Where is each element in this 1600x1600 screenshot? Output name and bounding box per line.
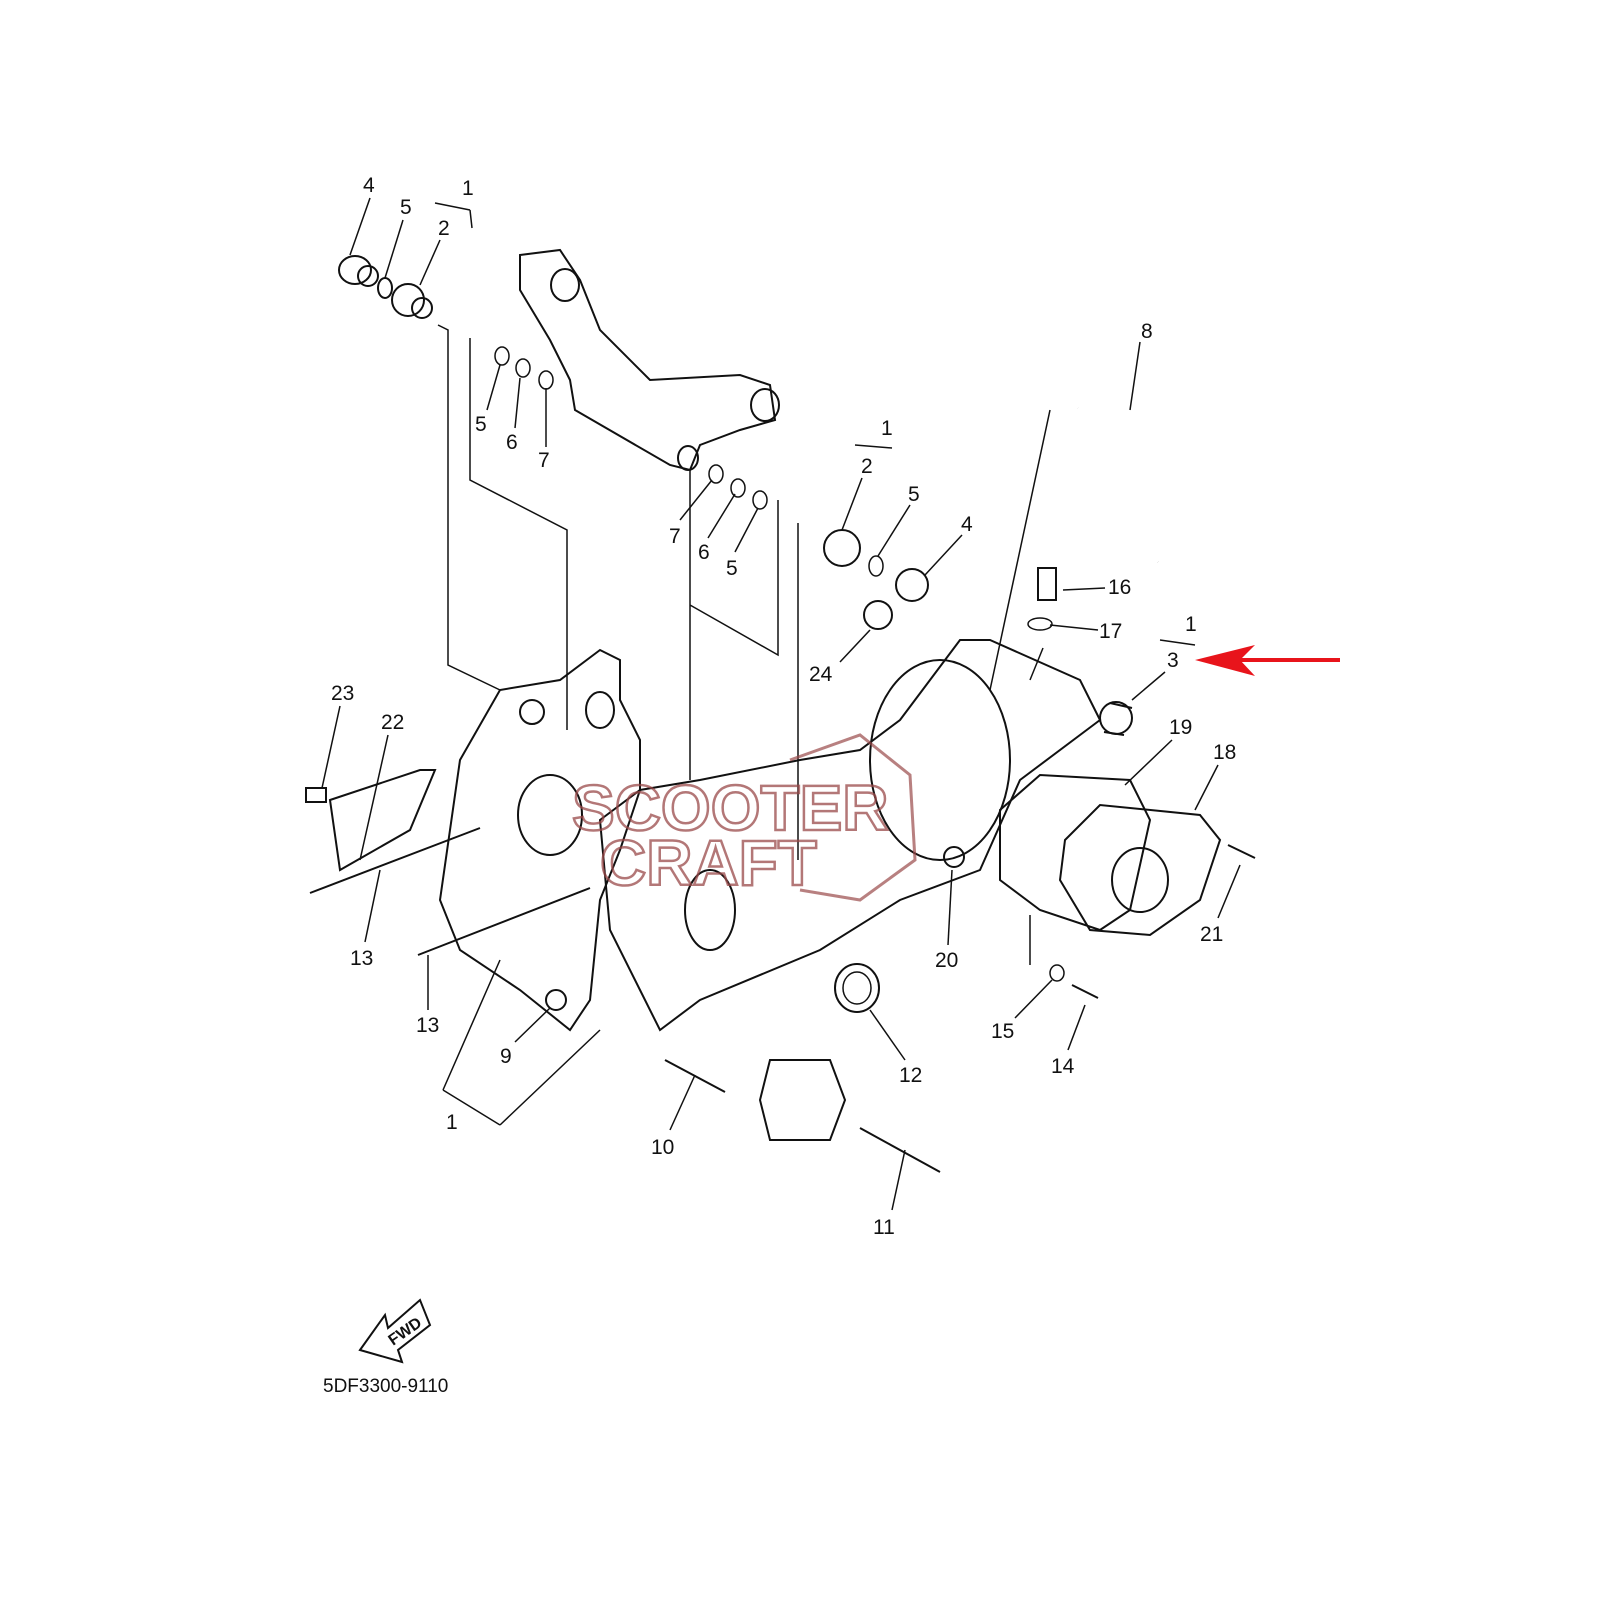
svg-text:SCOOTER: SCOOTER	[572, 772, 888, 844]
leader-lines	[321, 197, 1241, 1211]
callout-20: 20	[935, 949, 958, 972]
cover-18	[1058, 803, 1222, 937]
callout-15: 15	[991, 1020, 1014, 1043]
callout-1: 1	[446, 1111, 458, 1134]
callout-2: 2	[861, 455, 873, 478]
callout-5: 5	[726, 557, 738, 580]
callout-1: 1	[1185, 613, 1197, 636]
callout-5: 5	[400, 196, 412, 219]
callout-10: 10	[651, 1136, 674, 1159]
callout-23: 23	[331, 682, 354, 705]
engine-mount-bracket	[519, 248, 777, 472]
crankcase-left	[438, 648, 641, 1032]
callout-22: 22	[381, 711, 404, 734]
collar-part-3	[1099, 701, 1133, 736]
crankcase-right	[598, 639, 1102, 1032]
callout-5: 5	[475, 413, 487, 436]
callout-19: 19	[1169, 716, 1192, 739]
bushing-4-top	[338, 255, 379, 287]
callout-7: 7	[538, 449, 550, 472]
callout-6: 6	[698, 541, 710, 564]
callout-5: 5	[908, 483, 920, 506]
callout-4: 4	[961, 513, 973, 536]
fwd-arrow-icon: FWD	[358, 1298, 432, 1364]
callout-18: 18	[1213, 741, 1236, 764]
callout-8: 8	[1141, 320, 1153, 343]
highlight-arrow	[1195, 645, 1340, 676]
callout-1: 1	[881, 417, 893, 440]
callout-3: 3	[1167, 649, 1179, 672]
watermark-logo: SCOOTER CRAFT	[571, 733, 917, 902]
callout-2: 2	[438, 217, 450, 240]
callout-4: 4	[363, 174, 375, 197]
callout-24: 24	[809, 663, 833, 686]
callout-16: 16	[1108, 576, 1131, 599]
svg-text:CRAFT: CRAFT	[600, 827, 817, 899]
o-ring-5	[377, 277, 393, 299]
diagram-code: 5DF3300-9110	[323, 1376, 448, 1397]
callout-6: 6	[506, 431, 518, 454]
bushing-2-top	[391, 283, 433, 319]
callout-12: 12	[899, 1064, 922, 1087]
callout-1: 1	[462, 177, 474, 200]
callout-7: 7	[669, 525, 681, 548]
callout-17: 17	[1099, 620, 1122, 643]
callout-21: 21	[1200, 923, 1223, 946]
callout-9: 9	[500, 1045, 512, 1068]
callout-13: 13	[416, 1014, 439, 1037]
callout-14: 14	[1051, 1055, 1075, 1078]
callout-11: 11	[873, 1216, 895, 1239]
callout-13: 13	[350, 947, 373, 970]
